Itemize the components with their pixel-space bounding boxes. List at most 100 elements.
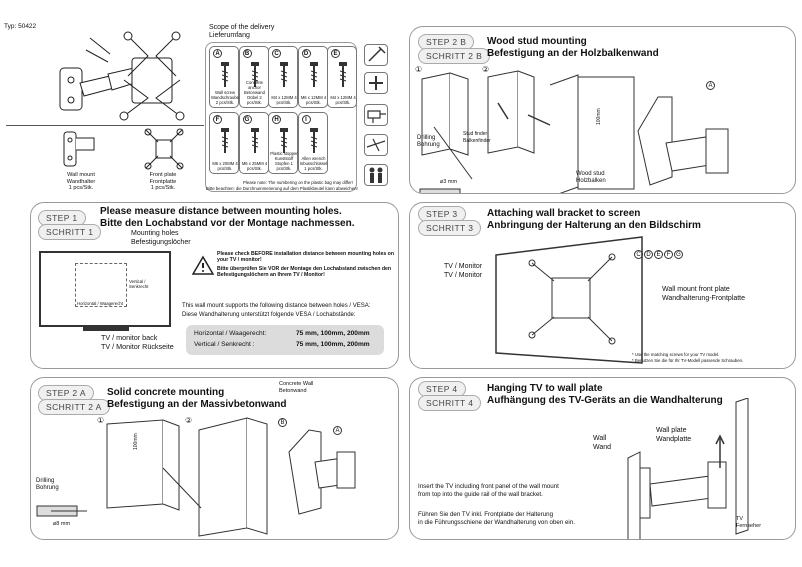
step-2a-badge-de: SCHRITT 2 A xyxy=(38,399,110,415)
screw-letter-g: G xyxy=(674,250,683,259)
support-text-de: Diese Wandhalterung unterstützt folgende… xyxy=(182,312,356,318)
part-caption: Allen wrench Inbusschlüssel 1 pcs/Stk. xyxy=(299,156,328,171)
part-letter: D xyxy=(301,49,311,58)
wall-mount-part-icon xyxy=(63,131,95,167)
screw-icon xyxy=(280,62,288,87)
horizontal-small-label: Horizontal / Waagerecht xyxy=(77,301,123,306)
part-letter: H xyxy=(272,115,281,124)
vertical-small-label: Vertical / Senkrecht xyxy=(129,279,149,289)
step-3-title-en: Attaching wall bracket to screen xyxy=(487,208,641,219)
wall-plate-label-de: Wandplatte xyxy=(656,436,692,443)
part-caption: Plastic stopper Kunststoff Stopfen 1 pcs… xyxy=(270,151,298,171)
stud-finder-de: Balkenfinder xyxy=(463,138,491,144)
step-2a-title-de: Befestigung an der Massivbetonwand xyxy=(107,399,287,410)
screw-icon xyxy=(309,128,318,153)
part-letter: F xyxy=(213,115,222,124)
kit-front-plate-caption: Front plate Frontplatte 1 pcs/Stk. xyxy=(140,172,186,192)
part-e: E M4 x 12MM 4 pcs/Stk. xyxy=(327,46,357,108)
step-3-title-de: Anbringung der Halterung an den Bildschi… xyxy=(487,220,701,231)
screwdriver-tool-icon xyxy=(364,44,388,66)
step-2a-panel: STEP 2 A SCHRITT 2 A Solid concrete moun… xyxy=(30,377,399,540)
screw-letter-f: F xyxy=(664,250,673,259)
step-3-badge-de: SCHRITT 3 xyxy=(418,220,482,236)
step-2a-drilling-en: Drilling xyxy=(36,478,55,484)
step-2b-drilling: Drilling Bohrung xyxy=(417,135,440,149)
part-caption: M4 x 12MM 4 pcs/Stk. xyxy=(330,95,356,105)
step-4-illustration xyxy=(627,398,749,539)
part-g: G M6 x 25MM 4 pcs/Stk. xyxy=(238,112,269,174)
support-text-en: This wall mount supports the following d… xyxy=(182,303,371,309)
step-3-note-de: * Benutzen Sie die für Ihr TV-Modell pas… xyxy=(632,358,744,363)
part-caption: M6 x 12MM 4 pcs/Stk. xyxy=(300,95,327,105)
type-label: Typ: 50422 xyxy=(4,23,37,30)
scope-title-de: Lieferumfang xyxy=(209,32,250,39)
concrete-wall-de: Betonwand xyxy=(279,388,307,394)
step-1-badge-de: SCHRITT 1 xyxy=(38,224,102,240)
vertical-label: Vertical / Senkrecht : xyxy=(194,341,255,348)
tv-back-en: TV / monitor back xyxy=(101,333,158,342)
concrete-wall-en: Concrete Wall xyxy=(279,381,314,387)
wood-stud-label: Wood stud Holzbalken xyxy=(576,171,606,185)
step-2b-badge-de: SCHRITT 2 B xyxy=(418,48,491,64)
step-4-tv-label: TV Fernseher xyxy=(736,516,761,530)
step-3-tv-en: TV / Monitor xyxy=(444,263,483,270)
horizontal-label: Horizontal / Waagerecht: xyxy=(194,330,267,337)
step-4-title-de: Aufhängung des TV-Geräts an die Wandhalt… xyxy=(487,395,723,406)
step-4-badge-de: SCHRITT 4 xyxy=(418,395,482,411)
warning-text-en: Please check BEFORE installation distanc… xyxy=(217,251,394,264)
wall-label-en: Wall xyxy=(593,435,607,442)
part-letter: I xyxy=(301,115,311,124)
kit-front-plate-qty: 1 pcs/Stk. xyxy=(150,185,176,192)
step-2a-number-2: ② xyxy=(185,416,193,425)
step-4-text-de-1: Führen Sie den TV inkl. Frontplatte der … xyxy=(418,511,554,518)
step-4-tv-de: Fernseher xyxy=(736,523,762,529)
wood-stud-de: Holzbalken xyxy=(576,178,606,184)
step-1-title-de: Bitte den Lochabstand vor der Montage na… xyxy=(100,218,355,229)
wall-label-de: Wand xyxy=(593,444,612,451)
step-2a-illustration xyxy=(36,417,356,537)
step-2b-title-en: Wood stud mounting xyxy=(487,36,587,47)
step-2a-title-en: Solid concrete mounting xyxy=(107,387,225,398)
kit-wall-mount-caption: Wall mount Wandhalter 1 pcs/Stk. xyxy=(58,172,104,192)
part-caption: M6 x 25MM 4 pcs/Stk. xyxy=(241,161,268,171)
step-2b-title-de: Befestigung an der Holzbalkenwand xyxy=(487,48,659,59)
screw-icon xyxy=(250,128,259,153)
front-plate-label-de: Wandhalterung-Frontplatte xyxy=(662,295,746,302)
screw-letter-d: D xyxy=(644,250,653,259)
part-letter: E xyxy=(331,49,340,58)
kit-wall-mount-qty: 1 pcs/Stk. xyxy=(68,185,94,192)
step-4-tv-en: TV xyxy=(736,516,744,522)
part-letter: G xyxy=(242,115,252,124)
vertical-value: 75 mm, 100mm, 200mm xyxy=(296,341,370,348)
wood-stud-en: Wood stud xyxy=(576,171,605,177)
part-i: I Allen wrench Inbusschlüssel 1 pcs/Stk. xyxy=(297,112,328,174)
step-3-tv-de: TV / Monitor xyxy=(444,272,483,279)
screw-letter-e: E xyxy=(654,250,663,259)
step-2b-illustration xyxy=(419,70,729,193)
step-2a-diameter: ⌀8 mm xyxy=(53,521,71,527)
step-4-panel: STEP 4 SCHRITT 4 Hanging TV to wall plat… xyxy=(409,377,796,540)
kit-front-plate-de: Frontplatte xyxy=(149,178,177,185)
front-plate-label-en: Wall mount front plate xyxy=(662,286,730,293)
part-caption: Wall screw Wandschraube 2 pcs/Stk. xyxy=(210,90,239,105)
screw-icon xyxy=(250,62,259,87)
concrete-wall-label: Concrete Wall Betonwand xyxy=(279,381,313,395)
tv-back-de: TV / Monitor Rückseite xyxy=(101,342,174,351)
step-2b-dimension: 100mm xyxy=(596,108,602,125)
kit-wall-mount-de: Wandhalter xyxy=(66,178,96,185)
part-letter: C xyxy=(272,49,281,58)
step-3-illustration xyxy=(495,236,643,364)
step-2b-panel: STEP 2 B SCHRITT 2 B Wood stud mounting … xyxy=(409,26,796,194)
step-3-note-en: * Use the matching screws for your TV mo… xyxy=(632,352,720,357)
mounting-holes-en: Mounting holes xyxy=(131,230,179,237)
part-letter: B xyxy=(242,49,252,58)
vesa-values-box: Horizontal / Waagerecht: 75 mm, 100mm, 2… xyxy=(186,325,384,355)
part-d: D M6 x 12MM 4 pcs/Stk. xyxy=(297,46,328,108)
screw-icon xyxy=(280,128,288,153)
phillips-screwdriver-icon xyxy=(364,72,388,94)
